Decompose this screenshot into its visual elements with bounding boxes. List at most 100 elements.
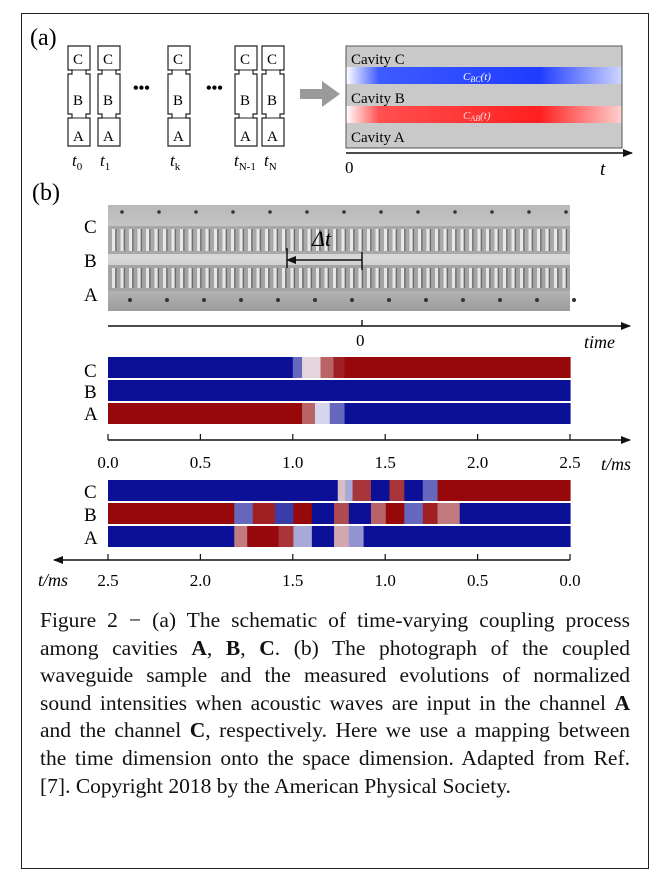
heatmap-cell [292,357,303,378]
tick-label: 1.5 [282,571,303,590]
cavity-letter: C [73,52,83,68]
hm2-xlabel: t/ms [38,570,68,590]
hm1-xlabel: t/ms [601,454,631,474]
heatmap-cell [302,357,322,378]
heatmap-cell [311,503,335,524]
cavity-letter: A [173,129,184,145]
cavity-letter: B [103,93,113,109]
cavity-letter: C [267,52,277,68]
caption-text: and the channel [40,718,190,743]
heatmap-cell [344,403,571,424]
heatmap-cell [108,403,303,424]
heatmap-cell [436,480,571,501]
tick-label: 2.0 [190,571,211,590]
tick-label: 1.0 [282,453,303,472]
delta-t-label: Δt [311,226,332,251]
heatmap-cell [333,503,349,524]
cavity-letter: B [267,93,277,109]
heatmap-cell [292,526,312,547]
heatmap-cell [459,503,571,524]
tick-label: 0.5 [190,453,211,472]
time-label: tN [264,151,277,173]
heatmap-cell [292,503,312,524]
cavity-c-label: Cavity C [351,52,405,68]
cavity-diagram [345,45,623,149]
time-label: t0 [72,151,83,173]
cavity-a-label: Cavity A [351,130,405,146]
caption-text: , [240,635,260,660]
cavity-letter: A [267,129,278,145]
heatmap-cell [274,503,294,524]
ellipsis-2: ••• [206,80,223,97]
tick-label: 0.0 [559,571,580,590]
gray-arrow-icon [300,81,340,107]
cavity-letter: B [240,93,250,109]
time-label: t1 [100,151,110,173]
caption-text: , respectively. Here we use a mapping be… [40,718,630,798]
coupling-bc-label: CBC(t) [463,71,491,84]
heatmap-cell [108,480,338,501]
heatmap-cell [422,480,438,501]
caption-bold-term: A [191,635,207,660]
cavity-letter: A [240,129,251,145]
cavity-letter: C [103,52,113,68]
tick-label: 2.0 [467,453,488,472]
caption-text: . (b) The photograph of the coupled wave… [40,635,631,715]
heatmap-cell [320,357,335,378]
cavity-letter: B [73,93,83,109]
heatmap-input-a [108,357,571,424]
heatmap-cell [348,503,372,524]
caption-bold-term: C [259,635,275,660]
hm2-tick-labels: 2.5 2.0 1.5 1.0 0.5 0.0 [97,554,581,590]
tick-label: 0.0 [97,453,118,472]
hm2-row-b: B [84,505,97,526]
caption-bold-term: C [189,718,206,743]
cavity-letter: A [73,129,84,145]
heatmap-cell [403,480,423,501]
heatmap-cell [348,526,364,547]
cavity-stack: C B A [261,45,285,147]
tick-label: 1.0 [375,571,396,590]
waveguide-photograph [108,205,576,311]
tick-label: 1.5 [375,453,396,472]
heatmap-cell [108,357,294,378]
heatmap-cell [311,526,335,547]
tick-label: 2.5 [97,571,118,590]
caption-text: , [206,635,226,660]
hm2-row-c: C [84,482,97,503]
caption-bold-term: A [614,690,630,715]
heatmap-cell [351,480,372,501]
panel-b-label: (b) [32,180,60,206]
cavity-letter: C [240,52,250,68]
heatmap-cell [108,526,235,547]
heatmap-cell [403,503,423,524]
figure-caption: Figure 2 − (a) The schematic of time-var… [40,607,630,800]
heatmap-cell [329,403,346,424]
panel-a-label: (a) [30,25,57,51]
heatmap-cell [108,503,235,524]
heatmap-cell [252,503,275,524]
cavity-letter: B [173,93,183,109]
tick-label: 0.5 [467,571,488,590]
photo-channel-a: A [84,285,98,306]
hm1-row-b: B [84,382,97,403]
hm1-row-c: C [84,361,97,382]
panel-a-axis-t: t [600,159,606,180]
heatmap-cell [108,380,571,401]
caption-text: Figure 2 − (a) The schematic of time-var… [40,608,630,660]
heatmap-cell [344,480,353,501]
heatmap-cell [337,480,346,501]
heatmap-cell [233,503,253,524]
ellipsis-1: ••• [133,80,150,97]
caption-bold-term: B [225,635,241,660]
heatmap-input-c [108,480,571,547]
time-label: tk [170,151,181,173]
cavity-stack: CBA [167,45,191,147]
heatmap-cell [388,480,405,501]
figure-frame [21,13,649,869]
cavity-stack: C B A [67,45,91,147]
heatmap-cell [333,357,346,378]
heatmap-cell [422,503,438,524]
heatmap-cell [302,403,316,424]
